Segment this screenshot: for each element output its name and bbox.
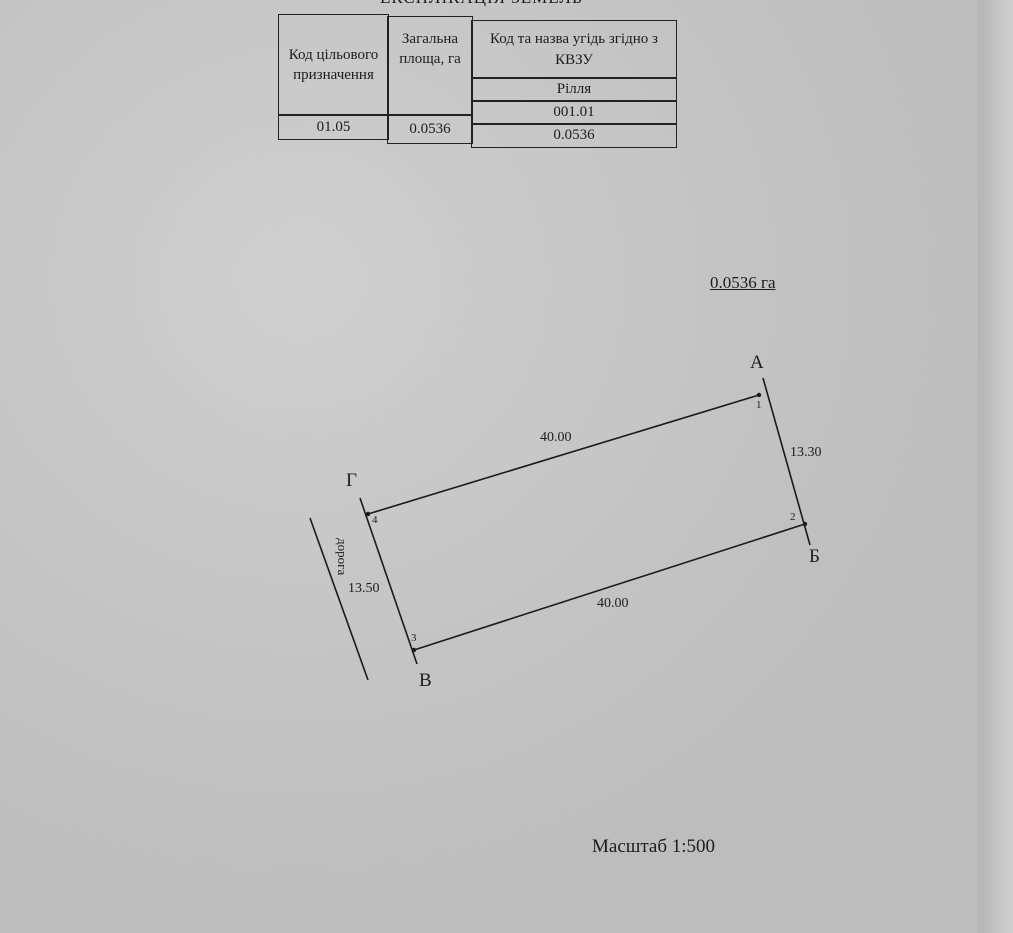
- boundary-bottom: [413, 523, 806, 651]
- header-land-type-code: 001.01: [471, 100, 677, 125]
- point-3-label: 3: [411, 632, 417, 644]
- header-total-area: Загальна площа, га: [387, 16, 473, 116]
- side-top-length: 40.00: [540, 430, 572, 445]
- point-4-label: 4: [372, 514, 378, 526]
- header-purpose-code: Код цільового призначення: [278, 14, 389, 116]
- plot-area: 0.0536 га: [710, 273, 776, 292]
- header-land-type: Рілля: [471, 77, 677, 102]
- boundary-right: [762, 377, 811, 546]
- corner-label-g: Г: [346, 470, 357, 491]
- point-4-marker: [365, 511, 371, 517]
- corner-label-a: А: [750, 352, 764, 373]
- scale-label: Масштаб 1:500: [592, 836, 716, 857]
- side-right-length: 13.30: [790, 445, 822, 460]
- point-3-marker: [411, 647, 417, 653]
- corner-label-b: Б: [809, 546, 820, 567]
- header-land-code: Код та назва угідь згідно з КВЗУ: [471, 20, 677, 79]
- point-1-label: 1: [756, 399, 762, 411]
- road-label: дорога: [335, 538, 350, 576]
- page-edge: [978, 0, 1013, 933]
- road-line: [309, 517, 369, 681]
- side-bottom-length: 40.00: [597, 596, 629, 611]
- corner-label-v: В: [419, 670, 432, 691]
- table-title: ЕКСПЛІКАЦІЯ ЗЕМЕЛЬ: [380, 0, 583, 8]
- cell-purpose-code: 01.05: [278, 114, 389, 140]
- boundary-top: [367, 394, 760, 515]
- point-2-marker: [802, 521, 808, 527]
- side-left-length: 13.50: [348, 581, 380, 596]
- cell-land-area: 0.0536: [471, 123, 677, 148]
- boundary-left: [359, 497, 418, 665]
- point-1-marker: [756, 392, 762, 398]
- cell-total-area: 0.0536: [387, 114, 473, 144]
- point-2-label: 2: [790, 511, 796, 523]
